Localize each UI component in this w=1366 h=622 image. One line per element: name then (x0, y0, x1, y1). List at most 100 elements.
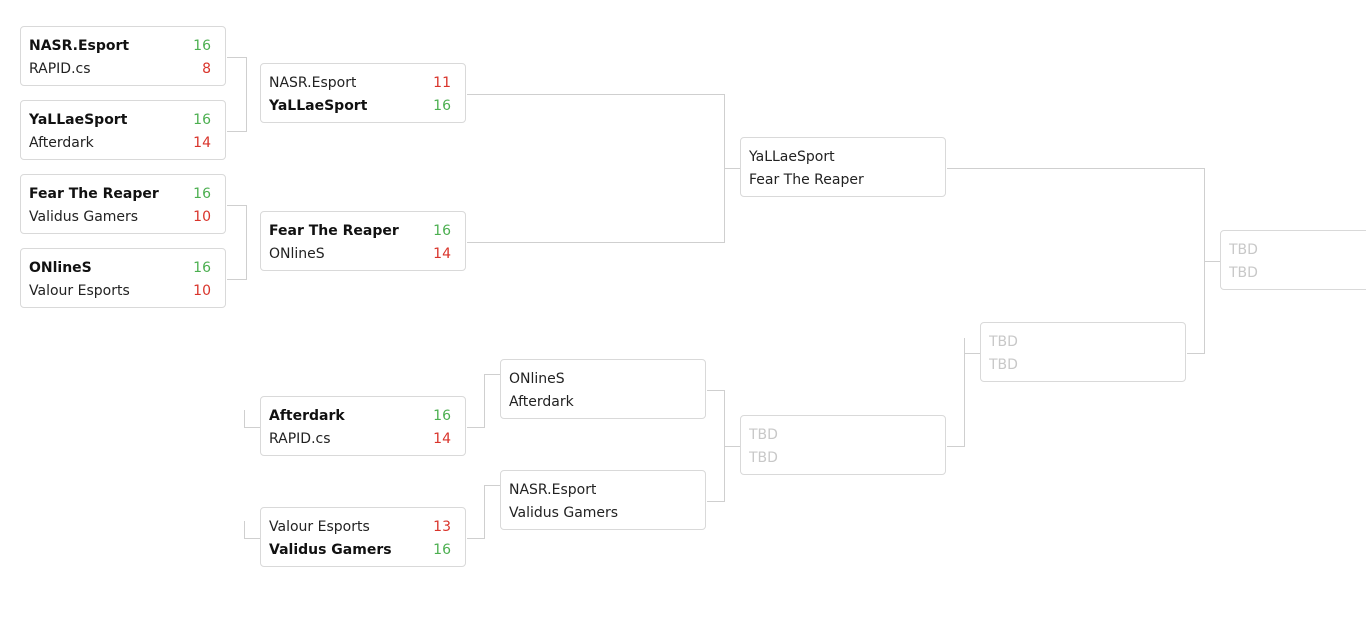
team-score: 16 (433, 222, 451, 239)
team-score: 16 (433, 541, 451, 558)
connector-line (707, 501, 724, 502)
team-row[interactable]: RAPID.cs 8 (29, 57, 211, 80)
team-row[interactable]: Valour Esports 13 (269, 515, 451, 538)
team-row[interactable]: Afterdark (509, 390, 691, 413)
connector-line (467, 538, 484, 539)
team-score: 16 (193, 37, 211, 54)
connector-line (724, 446, 740, 447)
connector-line (227, 131, 246, 132)
team-row[interactable]: RAPID.cs 14 (269, 427, 451, 450)
team-score: 14 (433, 430, 451, 447)
team-name: YaLLaeSport (749, 148, 835, 165)
team-name: ONlineS (269, 245, 325, 262)
match-lb-final[interactable]: TBD TBD (980, 322, 1186, 382)
connector-line (467, 427, 484, 428)
team-score: 10 (193, 282, 211, 299)
team-row[interactable]: TBD (989, 330, 1171, 353)
team-row[interactable]: YaLLaeSport (749, 145, 931, 168)
team-row[interactable]: Validus Gamers (509, 501, 691, 524)
team-row[interactable]: YaLLaeSport 16 (269, 94, 451, 117)
match-lb-r2-m1[interactable]: ONlineS Afterdark (500, 359, 706, 419)
team-name: RAPID.cs (269, 430, 331, 447)
team-row[interactable]: TBD (749, 423, 931, 446)
team-name: ONlineS (509, 370, 565, 387)
team-name: Valour Esports (29, 282, 130, 299)
team-score: 11 (433, 74, 451, 91)
team-score: 16 (193, 185, 211, 202)
team-row[interactable]: TBD (989, 353, 1171, 376)
team-name: TBD (749, 449, 778, 466)
team-row[interactable]: TBD (1229, 238, 1366, 261)
match-lb-r3[interactable]: TBD TBD (740, 415, 946, 475)
team-name: Afterdark (269, 407, 345, 424)
team-name: RAPID.cs (29, 60, 91, 77)
team-row[interactable]: NASR.Esport (509, 478, 691, 501)
team-score: 10 (193, 208, 211, 225)
team-row[interactable]: Fear The Reaper 16 (269, 219, 451, 242)
connector-line (227, 57, 246, 58)
team-name: Validus Gamers (269, 541, 392, 558)
team-row[interactable]: Validus Gamers 10 (29, 205, 211, 228)
team-row[interactable]: YaLLaeSport 16 (29, 108, 211, 131)
team-row[interactable]: TBD (749, 446, 931, 469)
team-row[interactable]: Valour Esports 10 (29, 279, 211, 302)
team-name: NASR.Esport (29, 37, 130, 54)
connector-line (467, 94, 724, 95)
connector-line (1204, 261, 1220, 262)
team-score: 14 (433, 245, 451, 262)
team-row[interactable]: TBD (1229, 261, 1366, 284)
team-row[interactable]: Validus Gamers 16 (269, 538, 451, 561)
connector-line (246, 242, 247, 243)
team-name: Validus Gamers (29, 208, 139, 225)
team-row[interactable]: ONlineS (509, 367, 691, 390)
team-name: Fear The Reaper (749, 171, 864, 188)
team-name: YaLLaeSport (269, 97, 368, 114)
team-score: 16 (193, 111, 211, 128)
connector-line (484, 374, 500, 375)
connector-line (244, 538, 260, 539)
team-score: 16 (433, 407, 451, 424)
connector-line (484, 485, 485, 539)
team-name: ONlineS (29, 259, 92, 276)
team-score: 16 (433, 97, 451, 114)
team-name: Fear The Reaper (269, 222, 399, 239)
team-score: 13 (433, 518, 451, 535)
connector-line (246, 94, 247, 95)
team-name: Fear The Reaper (29, 185, 159, 202)
team-name: TBD (989, 356, 1018, 373)
connector-line (964, 353, 980, 354)
connector-line (724, 168, 740, 169)
team-name: TBD (989, 333, 1018, 350)
connector-line (947, 168, 1204, 169)
team-name: YaLLaeSport (29, 111, 128, 128)
connector-line (244, 521, 245, 539)
connector-line (484, 374, 485, 428)
team-row[interactable]: NASR.Esport 16 (29, 34, 211, 57)
team-row[interactable]: Afterdark 16 (269, 404, 451, 427)
team-score: 8 (202, 60, 211, 77)
team-row[interactable]: Fear The Reaper 16 (29, 182, 211, 205)
connector-line (244, 427, 260, 428)
connector-line (227, 279, 246, 280)
team-name: Valour Esports (269, 518, 370, 535)
connector-line (707, 390, 724, 391)
connector-line (964, 338, 965, 447)
team-row[interactable]: Fear The Reaper (749, 168, 931, 191)
team-name: Afterdark (29, 134, 94, 151)
team-row[interactable]: ONlineS 14 (269, 242, 451, 265)
